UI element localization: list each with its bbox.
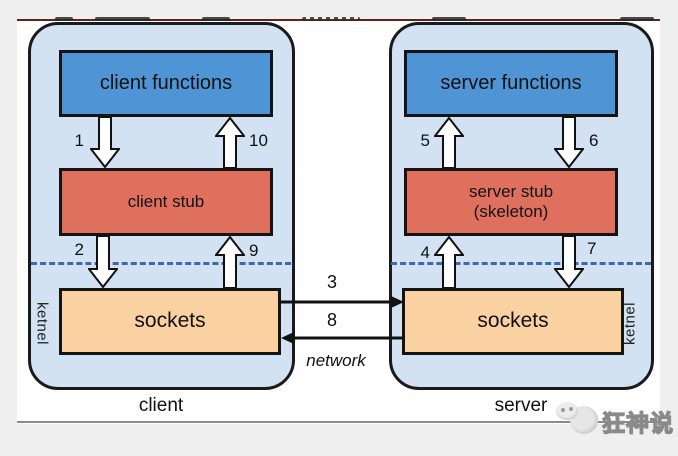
step-label-3: 3 <box>327 272 338 292</box>
server-caption: server <box>494 395 548 416</box>
crop-artifact <box>432 17 466 21</box>
arrow-down-step7-icon <box>554 236 584 288</box>
server-functions-box: server functions <box>404 50 618 117</box>
watermark-logo-eye <box>569 407 573 411</box>
watermark-logo-eye <box>561 408 565 412</box>
client-functions-box: client functions <box>59 50 273 117</box>
server-kernel-label: ketnel <box>621 301 639 346</box>
step-label-5: 5 <box>420 131 430 150</box>
server-sockets-label: sockets <box>477 309 549 333</box>
crop-artifact <box>302 17 360 21</box>
crop-artifact <box>95 17 150 21</box>
client-sockets-label: sockets <box>134 309 206 333</box>
step-label-1: 1 <box>74 131 84 150</box>
client-functions-label: client functions <box>99 72 233 94</box>
client-sockets-box: sockets <box>59 288 281 355</box>
step-label-10: 10 <box>249 131 268 150</box>
arrow-down-step2-icon <box>88 236 118 288</box>
client-stub-label: client stub <box>127 192 205 212</box>
server-stub-label-line2: (skeleton) <box>473 202 549 221</box>
step-label-6: 6 <box>589 131 599 150</box>
server-stub-label-line1: server stub <box>468 182 554 202</box>
watermark: 狂神说 <box>548 398 674 440</box>
step-label-2: 2 <box>74 240 84 259</box>
server-sockets-box: sockets <box>402 288 624 355</box>
arrow-up-step10-icon <box>215 117 245 168</box>
crop-artifact <box>55 17 73 21</box>
step-label-7: 7 <box>587 239 597 258</box>
bottom-divider-line <box>17 421 660 423</box>
network-label: network <box>306 351 366 370</box>
server-stub-box: server stub (skeleton) <box>404 168 618 236</box>
arrow-up-step5-icon <box>434 117 464 168</box>
client-stub-box: client stub <box>59 168 273 236</box>
step-label-8: 8 <box>327 310 338 330</box>
arrow-right-step3-icon <box>281 296 404 308</box>
arrow-left-step8-icon <box>281 332 404 344</box>
crop-artifact <box>202 17 230 21</box>
arrow-down-step1-icon <box>90 117 120 168</box>
server-functions-label: server functions <box>440 72 582 94</box>
arrow-up-step9-icon <box>215 236 245 288</box>
step-label-4: 4 <box>420 243 430 262</box>
arrow-up-step4-icon <box>434 236 464 288</box>
client-kernel-boundary-line <box>31 262 291 265</box>
client-caption: client <box>138 395 184 416</box>
watermark-logo-icon <box>556 402 600 436</box>
server-kernel-boundary-line <box>391 262 651 265</box>
arrow-down-step6-icon <box>554 117 584 168</box>
step-label-9: 9 <box>249 241 259 260</box>
crop-artifact <box>620 17 654 21</box>
watermark-logo-ear <box>556 402 578 420</box>
watermark-text: 狂神说 <box>601 409 674 436</box>
client-kernel-label: ketnel <box>33 301 51 346</box>
